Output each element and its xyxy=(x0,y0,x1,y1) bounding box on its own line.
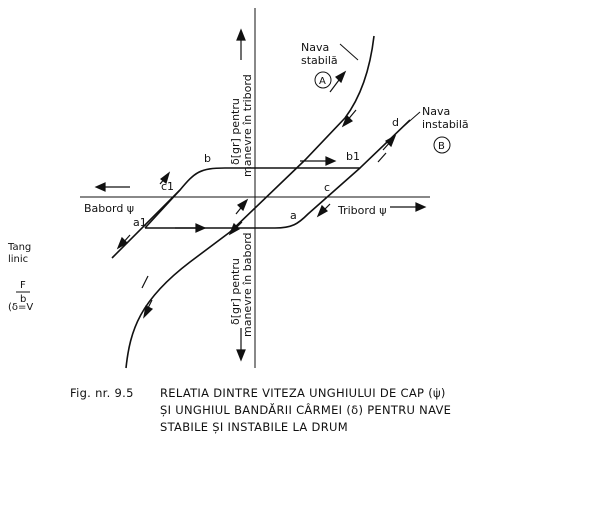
margin-text-5: (δ=V xyxy=(8,302,33,313)
point-d-label: d xyxy=(392,116,399,129)
stable-label-line1: Nava xyxy=(301,41,329,54)
caption-line-2: ȘI UNGHIUL BANDĂRII CÂRMEI (δ) PENTRU NA… xyxy=(160,402,451,417)
xaxis-right-label: Tribord ψ xyxy=(337,204,386,217)
yaxis-upper-label: δ[gr] pentru manevre în tribord xyxy=(229,74,254,177)
figure-number: Fig. nr. 9.5 xyxy=(70,386,134,400)
margin-text-3: F xyxy=(20,280,26,291)
yaxis-upper-label-line2: manevre în tribord xyxy=(241,74,254,177)
stable-label-line2: stabilă xyxy=(301,54,338,67)
margin-text-1: Tang xyxy=(7,242,31,253)
point-a-label: a xyxy=(290,209,297,222)
stable-leader xyxy=(339,43,359,61)
caption-line-1: RELATIA DINTRE VITEZA UNGHIULUI DE CAP (… xyxy=(160,386,446,400)
point-a1-label: a1 xyxy=(133,216,147,229)
xaxis-left-label: Babord ψ xyxy=(84,202,134,215)
point-b1-label: b1 xyxy=(346,150,360,163)
yaxis-upper-label-line1: δ[gr] pentru xyxy=(229,98,242,165)
stable-marker-circle xyxy=(314,71,332,89)
unstable-lower-branch xyxy=(145,167,361,229)
unstable-marker: B xyxy=(438,141,445,152)
stable-curve xyxy=(125,35,375,369)
stable-marker: A xyxy=(319,76,326,87)
unstable-label-line2: instabilă xyxy=(422,118,469,131)
margin-text-4: b xyxy=(20,294,26,305)
yaxis-lower-label: δ[gr] pentru manevre în babord xyxy=(229,232,254,337)
flow-arrows xyxy=(94,28,427,362)
point-c-label: c xyxy=(324,181,330,194)
unstable-label-line1: Nava xyxy=(422,105,450,118)
yaxis-lower-label-line1: δ[gr] pentru xyxy=(229,258,242,325)
unstable-leader xyxy=(403,111,421,127)
yaxis-lower-label-line2: manevre în babord xyxy=(241,232,254,337)
point-b-label: b xyxy=(204,152,211,165)
unstable-marker-circle xyxy=(433,136,451,154)
unstable-left-return xyxy=(144,189,181,229)
caption-line-3: STABILE ȘI INSTABILE LA DRUM xyxy=(160,420,348,434)
unstable-upper-branch xyxy=(111,119,411,259)
margin-text-2: linic xyxy=(8,254,28,265)
point-c1-label: c1 xyxy=(161,180,174,193)
